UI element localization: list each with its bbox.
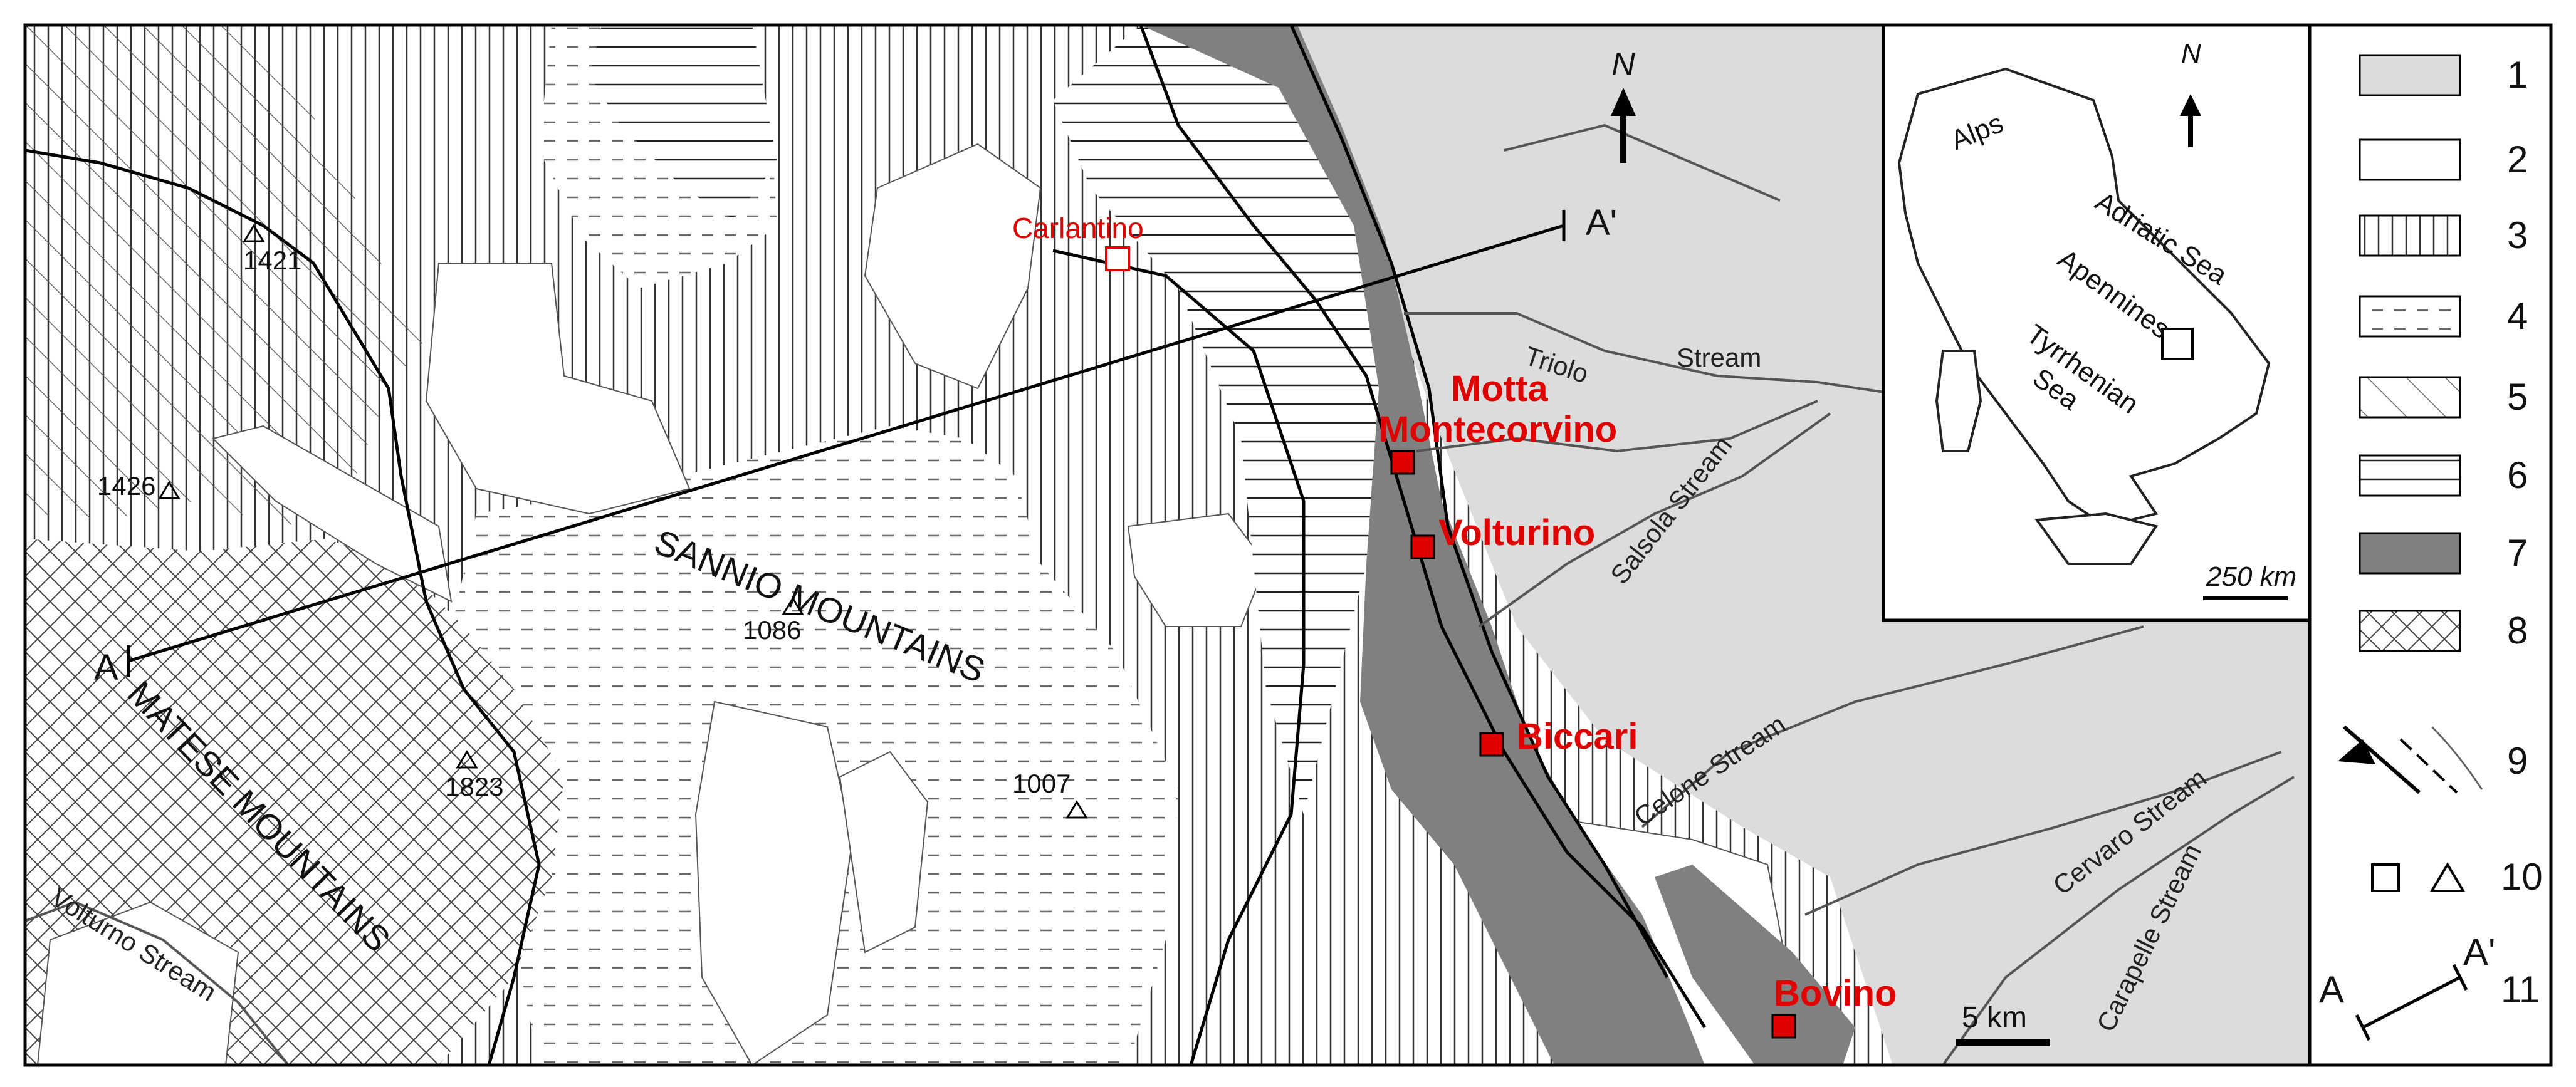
peak-1421: 1421 (243, 224, 301, 275)
triolo-stream-label: Stream (1677, 343, 1761, 372)
volturino-marker: Volturino (1410, 512, 1595, 559)
svg-text:7: 7 (2507, 532, 2528, 574)
unit-5-area (25, 25, 426, 526)
peak-1086: 1086 (743, 596, 804, 645)
svg-text:A': A' (2463, 931, 2495, 973)
svg-text:5: 5 (2507, 376, 2528, 418)
unit-2-blob-2 (425, 263, 691, 515)
svg-text:4: 4 (2507, 295, 2528, 337)
svg-text:Motta: Motta (1451, 368, 1548, 409)
svg-text:Carlantino: Carlantino (1012, 212, 1144, 244)
unit-2-blob-7 (36, 901, 239, 1065)
bovino-marker: Bovino (1771, 973, 1897, 1039)
svg-text:1007: 1007 (1012, 769, 1071, 798)
thrust-fronts (25, 25, 1707, 1065)
unit-2-blob-5 (1127, 512, 1267, 627)
peak-1823: 1823 (445, 750, 503, 801)
svg-text:3: 3 (2507, 214, 2528, 256)
location-inset: N Alps Adriatic Sea Apennines Tyrrhenian… (1882, 23, 2312, 622)
svg-text:Montecorvino: Montecorvino (1379, 409, 1617, 450)
svg-text:2: 2 (2507, 138, 2528, 180)
svg-text:6: 6 (2507, 454, 2528, 496)
legend-swatch-2 (2359, 138, 2461, 181)
unit-2-blob-6 (212, 425, 453, 603)
svg-text:Bovino: Bovino (1774, 973, 1897, 1014)
svg-text:1086: 1086 (743, 615, 801, 645)
svg-text:9: 9 (2507, 740, 2528, 782)
svg-text:10: 10 (2501, 856, 2543, 898)
sardinia-outline (1935, 350, 1982, 452)
biccari-marker: Biccari (1479, 716, 1638, 757)
motta-montecorvino-marker: Motta Montecorvino (1379, 368, 1617, 475)
unit-2-blob-1 (864, 143, 1042, 390)
svg-text:A: A (2319, 969, 2344, 1011)
legend-swatch-6 (2359, 454, 2461, 497)
svg-text:1: 1 (2507, 54, 2528, 96)
legend-swatch-7 (2359, 532, 2461, 575)
italy-outline (1897, 67, 2271, 528)
study-area-box (2161, 328, 2194, 360)
peak-1007: 1007 (1012, 769, 1088, 819)
legend-swatch-8 (2359, 610, 2461, 652)
legend-symbol-9 (2338, 725, 2483, 794)
legend-swatch-1 (2359, 54, 2461, 96)
unit-7-bovino (1655, 865, 1855, 1065)
svg-text:1421: 1421 (243, 246, 301, 275)
sicily-outline (2034, 512, 2159, 565)
section-line (128, 224, 1564, 663)
unit-2-blob-3 (694, 700, 854, 1065)
svg-text:Biccari: Biccari (1517, 716, 1638, 757)
map-scale-bar: 5 km (1956, 1001, 2050, 1046)
legend-swatch-4 (2359, 295, 2461, 338)
svg-text:1426: 1426 (97, 471, 155, 501)
legend: 1 2 3 4 5 6 7 8 9 10 A A' (2308, 23, 2553, 1067)
svg-text:N: N (2181, 38, 2201, 69)
svg-text:11: 11 (2501, 969, 2540, 1011)
legend-symbol-10 (2371, 862, 2466, 892)
carlantino-marker: Carlantino (1012, 212, 1144, 271)
north-arrow: N (1611, 46, 1636, 163)
unit-2-blob-4 (839, 751, 929, 954)
inset-scale-label: 250 km (2206, 561, 2296, 592)
peak-1426: 1426 (97, 471, 181, 501)
legend-swatch-3 (2359, 214, 2461, 257)
section-start-label: A (94, 647, 118, 688)
svg-text:5 km: 5 km (1962, 1001, 2027, 1034)
legend-swatch-5 (2359, 376, 2461, 419)
svg-text:8: 8 (2507, 610, 2528, 652)
section-end-label: A' (1586, 202, 1617, 243)
legend-symbol-11: A A' (2319, 931, 2495, 1041)
svg-text:N: N (1611, 46, 1635, 83)
drainage-network (25, 123, 2295, 1065)
svg-text:1823: 1823 (445, 772, 503, 801)
svg-text:Volturino: Volturino (1438, 512, 1595, 553)
